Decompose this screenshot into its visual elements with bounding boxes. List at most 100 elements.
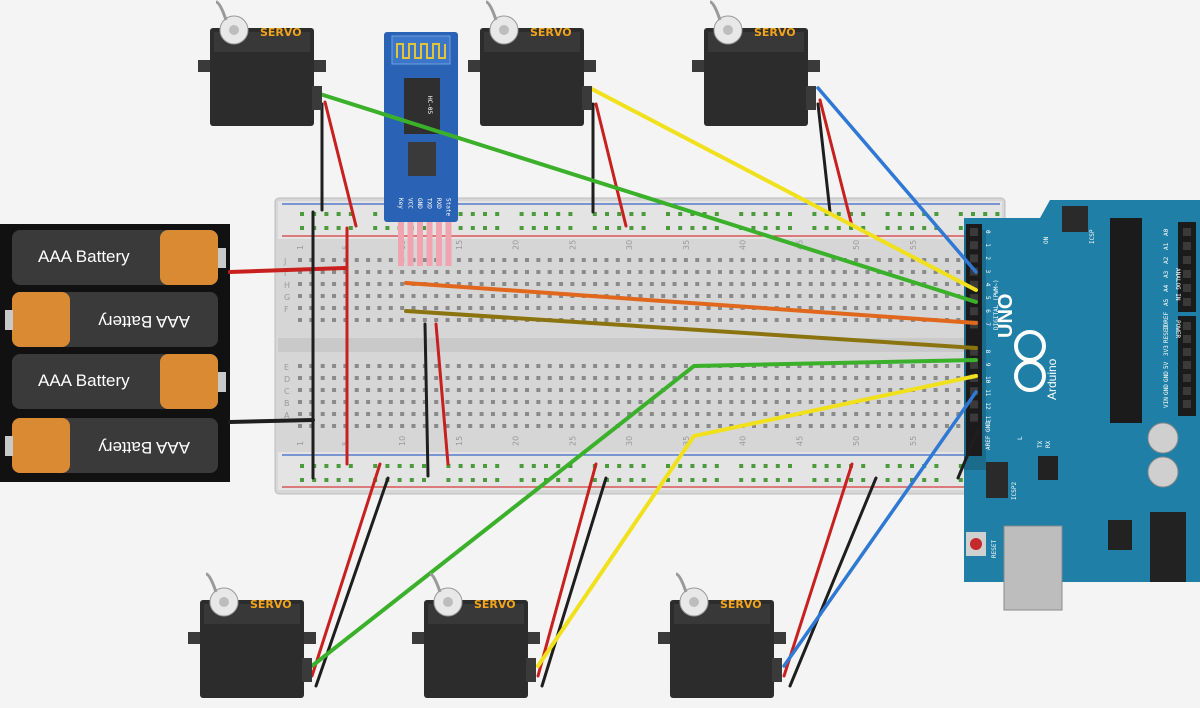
uno-label: UNO (995, 294, 1017, 338)
battery-1: AAA Battery (12, 230, 226, 285)
analog-header-label: ANALOG IN (1174, 268, 1181, 301)
servo-label: SERVO (530, 26, 572, 39)
analog-pin-socket (1183, 284, 1191, 292)
aref-pin-label: AREF (985, 435, 992, 450)
breadboard-column-number: 40 (739, 436, 748, 446)
servo-label: SERVO (474, 598, 516, 611)
breadboard-column-number: 25 (568, 240, 577, 250)
wires (228, 86, 980, 688)
digital-pin-label: 4 (984, 283, 991, 287)
bluetooth-pin (407, 222, 414, 266)
digital-pin-socket (970, 228, 978, 236)
digital-pin-label: 6 (984, 309, 991, 313)
servo-motor-2: SERVO (468, 0, 596, 126)
servo-5-signal-wire (536, 374, 978, 668)
breadboard-row-letter: D (284, 375, 290, 384)
breadboard-column-number: 15 (455, 240, 464, 250)
digital-header-label: DIGITAL (PWM~) (993, 279, 1000, 330)
breadboard-column-number: 35 (682, 436, 691, 446)
breadboard-column-number: 55 (909, 240, 918, 250)
servo-label: SERVO (754, 26, 796, 39)
breadboard-column-number: 30 (625, 436, 634, 446)
breadboard-row-letter: F (284, 305, 289, 314)
arduino-uno: UNO Arduino ON ICSP ICSP2 RESET L TX RX … (964, 200, 1200, 611)
bluetooth-pin-label: State (445, 198, 452, 216)
breadboard-row-letter: A (284, 411, 290, 420)
servo-motor-4: SERVO (188, 572, 316, 698)
battery-3: AAA Battery (12, 354, 226, 409)
breadboard-column-number: 35 (682, 240, 691, 250)
rx-led-label: RX (1045, 440, 1052, 448)
servo-4-signal-wire (310, 358, 978, 668)
digital-pin-socket (970, 241, 978, 250)
digital-pin-socket (970, 413, 978, 422)
digital-pin-socket (970, 294, 978, 302)
breadboard-row-letter: B (284, 399, 290, 408)
power-header-label: POWER (1174, 320, 1181, 338)
breadboard-column-number: 30 (625, 240, 634, 250)
power-pin-label: 5V (1163, 361, 1170, 369)
digital-pin-socket (970, 254, 978, 263)
servo-2-signal-wire (588, 86, 978, 292)
breadboard-column-number: 50 (852, 240, 861, 250)
bluetooth-model-label: HC-05 (426, 96, 433, 114)
on-led-label: ON (1043, 236, 1050, 244)
breadboard-column-number: 55 (909, 436, 918, 446)
power-pin-label: GND (1163, 384, 1170, 395)
breadboard-column-number: 50 (852, 436, 861, 446)
servo-label: SERVO (250, 598, 292, 611)
analog-pin-label: A4 (1163, 284, 1170, 292)
power-pin-socket (1183, 400, 1191, 408)
icsp-label: ICSP (1089, 229, 1096, 244)
gnd-pin-label: GND (985, 421, 992, 432)
breadboard-row-letter: C (284, 387, 290, 396)
digital-pin-label: 8 (984, 350, 991, 354)
breadboard: 1155101015152020252530303535404045455050… (274, 197, 1006, 495)
digital-pin-socket (970, 400, 978, 409)
breadboard-column-number: 40 (739, 240, 748, 250)
digital-pin-label: 1 (984, 243, 991, 247)
power-pin-socket (1183, 361, 1191, 369)
arduino-logo: UNO Arduino (995, 294, 1059, 400)
breadboard-column-number: 25 (568, 436, 577, 446)
reset-button-cap[interactable] (970, 538, 982, 550)
power-pin-label: VIN (1163, 397, 1170, 408)
battery-4: AAA Battery (5, 418, 218, 473)
analog-pin-label: A5 (1163, 298, 1170, 306)
analog-pin-label: A1 (1163, 242, 1170, 250)
breadboard-column-number: 1 (296, 441, 305, 446)
analog-pin-socket (1183, 270, 1191, 278)
analog-pin-socket (1183, 256, 1191, 264)
digital-pin-label: 10 (984, 376, 991, 384)
bluetooth-pin-label: VCC (407, 198, 414, 209)
breadboard-column-number: 1 (296, 245, 305, 250)
breadboard-column-number: 10 (398, 436, 407, 446)
analog-pin-socket (1183, 298, 1191, 306)
digital-pin-socket (970, 360, 978, 369)
digital-pin-label: 2 (984, 256, 991, 260)
digital-pin-socket (970, 307, 978, 316)
power-pin-socket (1183, 374, 1191, 382)
breadboard-row-letter: I (284, 269, 286, 278)
arduino-brand-label: Arduino (1045, 358, 1059, 400)
bluetooth-pin (445, 222, 452, 266)
digital-pin-label: 3 (984, 270, 991, 274)
digital-pin-label: 9 (984, 363, 991, 367)
bluetooth-pin (436, 222, 442, 266)
digital-pin-label: 11 (984, 389, 991, 397)
analog-pin-label: A2 (1163, 256, 1170, 264)
bluetooth-pin-label: TXD (426, 198, 433, 209)
power-pin-label: RESET (1163, 325, 1170, 343)
battery-label: AAA Battery (38, 247, 130, 266)
analog-pin-socket (1183, 228, 1191, 236)
power-pin-socket (1183, 348, 1191, 356)
dc-jack (1150, 512, 1186, 582)
analog-pin-label: A0 (1163, 228, 1170, 236)
servo-motor-1: SERVO (198, 0, 326, 126)
breadboard-row-letter: G (284, 293, 290, 302)
breadboard-row-letter: E (284, 363, 289, 372)
